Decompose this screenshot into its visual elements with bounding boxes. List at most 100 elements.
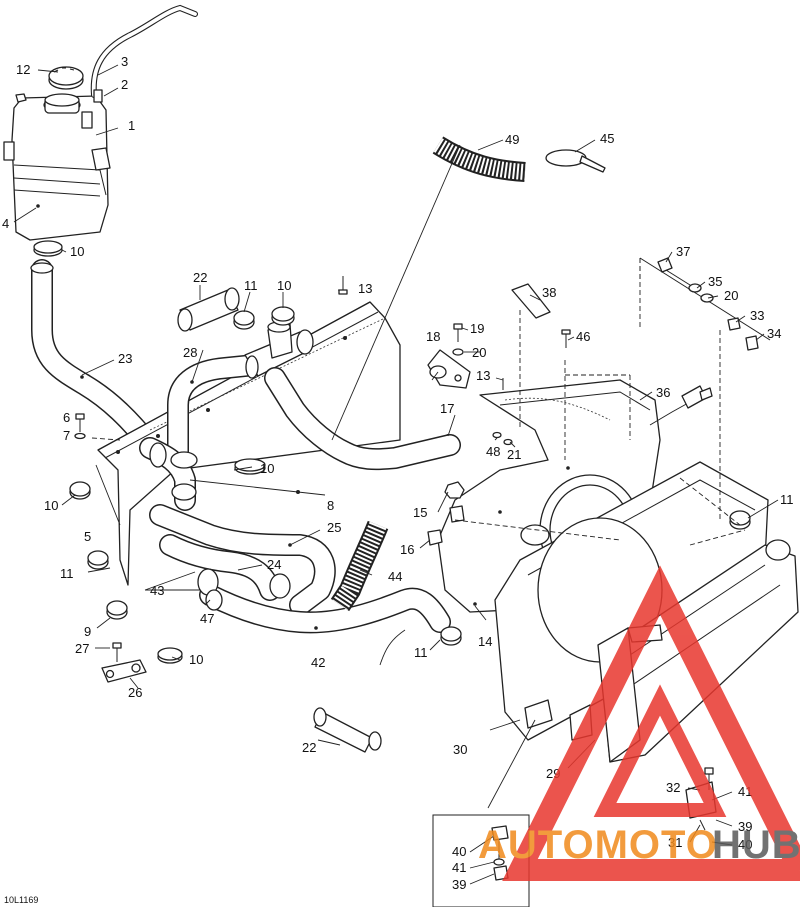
callout-10-c: 10 <box>260 461 274 476</box>
callout-37: 37 <box>676 244 690 259</box>
clamp-10-top <box>33 240 63 257</box>
callout-4: 4 <box>2 216 9 231</box>
callout-9: 9 <box>84 624 91 639</box>
clamps-11-10-upper <box>233 306 295 330</box>
leader-lines <box>13 64 779 885</box>
callout-16: 16 <box>400 542 414 557</box>
callout-35: 35 <box>708 274 722 289</box>
callout-48: 48 <box>486 444 500 459</box>
nut-15 <box>444 481 465 499</box>
callout-31: 31 <box>668 835 682 850</box>
hose-22-upper <box>177 287 240 332</box>
fitting-47 <box>197 568 223 611</box>
callout-15: 15 <box>413 505 427 520</box>
callout-32: 32 <box>666 780 680 795</box>
callout-27: 27 <box>75 641 89 656</box>
grommet-16 <box>427 529 443 546</box>
hose-8-elbow <box>139 437 198 511</box>
coolant-reservoir <box>3 93 111 241</box>
clamp-10-left <box>69 481 91 500</box>
callout-10-a: 10 <box>70 244 84 259</box>
hose-24 <box>159 534 291 601</box>
callout-20-a: 20 <box>472 345 486 360</box>
callout-3: 3 <box>121 54 128 69</box>
reservoir-cap <box>48 66 84 90</box>
callout-40-b: 40 <box>452 844 466 859</box>
watermark-triangle-logo <box>502 565 800 881</box>
callout-24: 24 <box>267 557 281 572</box>
callout-40-a: 40 <box>738 837 752 852</box>
callout-2: 2 <box>121 77 128 92</box>
callout-11-c: 11 <box>414 645 428 660</box>
washer-7 <box>74 432 86 440</box>
callout-43: 43 <box>150 583 164 598</box>
hardware-19-20-21-48 <box>452 323 571 446</box>
clamp-11-right <box>729 510 751 530</box>
sleeve-38 <box>511 283 551 319</box>
callout-20-b: 20 <box>724 288 738 303</box>
watermark-brand-gray: HUB <box>712 823 800 867</box>
corrugated-hose-44 <box>330 520 389 612</box>
hose-22-lower <box>313 707 382 753</box>
clip-18 <box>427 349 471 389</box>
clamp-11-left <box>87 550 109 570</box>
callout-44: 44 <box>388 569 402 584</box>
inset-hardware-box <box>432 814 530 907</box>
callout-49: 49 <box>505 132 519 147</box>
overflow-tube <box>90 4 198 103</box>
callout-45: 45 <box>600 131 614 146</box>
watermark-brand-orange: AUTOMOTO <box>478 823 718 867</box>
clip-26 <box>101 659 147 683</box>
hose-42 <box>199 584 451 634</box>
callout-18: 18 <box>426 329 440 344</box>
watermark: AUTOMOTO HUB <box>478 565 800 881</box>
callout-39-a: 39 <box>738 819 752 834</box>
reference-code: 10L1169 <box>4 895 38 905</box>
callout-12: 12 <box>16 62 30 77</box>
callout-47: 47 <box>200 611 214 626</box>
callout-10-b: 10 <box>277 278 291 293</box>
clamp-10-mid <box>234 458 266 475</box>
callout-28: 28 <box>183 345 197 360</box>
callout-21: 21 <box>507 447 521 462</box>
callout-34: 34 <box>767 326 781 341</box>
callout-10-d: 10 <box>44 498 58 513</box>
callout-6: 6 <box>63 410 70 425</box>
tee-fitting <box>244 321 314 379</box>
callout-11-d: 11 <box>780 492 794 507</box>
hardware-stack-right <box>639 257 771 351</box>
callout-19: 19 <box>470 321 484 336</box>
fan-connector-36 <box>649 385 713 426</box>
hose-49-run <box>264 367 461 471</box>
screw-6 <box>75 413 85 432</box>
clamp-9 <box>106 600 128 620</box>
callout-22-a: 22 <box>193 270 207 285</box>
callout-46: 46 <box>576 329 590 344</box>
clamp-10-bottom <box>157 647 183 664</box>
callout-42: 42 <box>311 655 325 670</box>
callout-13-a: 13 <box>358 281 372 296</box>
callout-17: 17 <box>440 401 454 416</box>
callout-25: 25 <box>327 520 341 535</box>
callout-41-b: 41 <box>452 860 466 875</box>
callout-5: 5 <box>84 529 91 544</box>
callout-36: 36 <box>656 385 670 400</box>
callout-7: 7 <box>63 428 70 443</box>
callout-38: 38 <box>542 285 556 300</box>
callout-39-b: 39 <box>452 877 466 892</box>
callout-13-b: 13 <box>476 368 490 383</box>
corrugated-hose-49 <box>432 136 526 182</box>
callout-10-e: 10 <box>189 652 203 667</box>
clamp-11-bottom <box>440 626 462 646</box>
cable-tie-45 <box>545 149 606 173</box>
screw-27 <box>112 642 122 662</box>
callout-1: 1 <box>128 118 135 133</box>
callout-23: 23 <box>118 351 132 366</box>
callout-labels: 12 3 2 1 4 10 22 11 10 13 28 23 6 7 10 8… <box>2 54 794 905</box>
assembly-lines <box>91 258 746 546</box>
callout-30: 30 <box>453 742 467 757</box>
callout-11-b: 11 <box>60 566 74 581</box>
hose-23 <box>30 259 161 456</box>
callout-8: 8 <box>327 498 334 513</box>
